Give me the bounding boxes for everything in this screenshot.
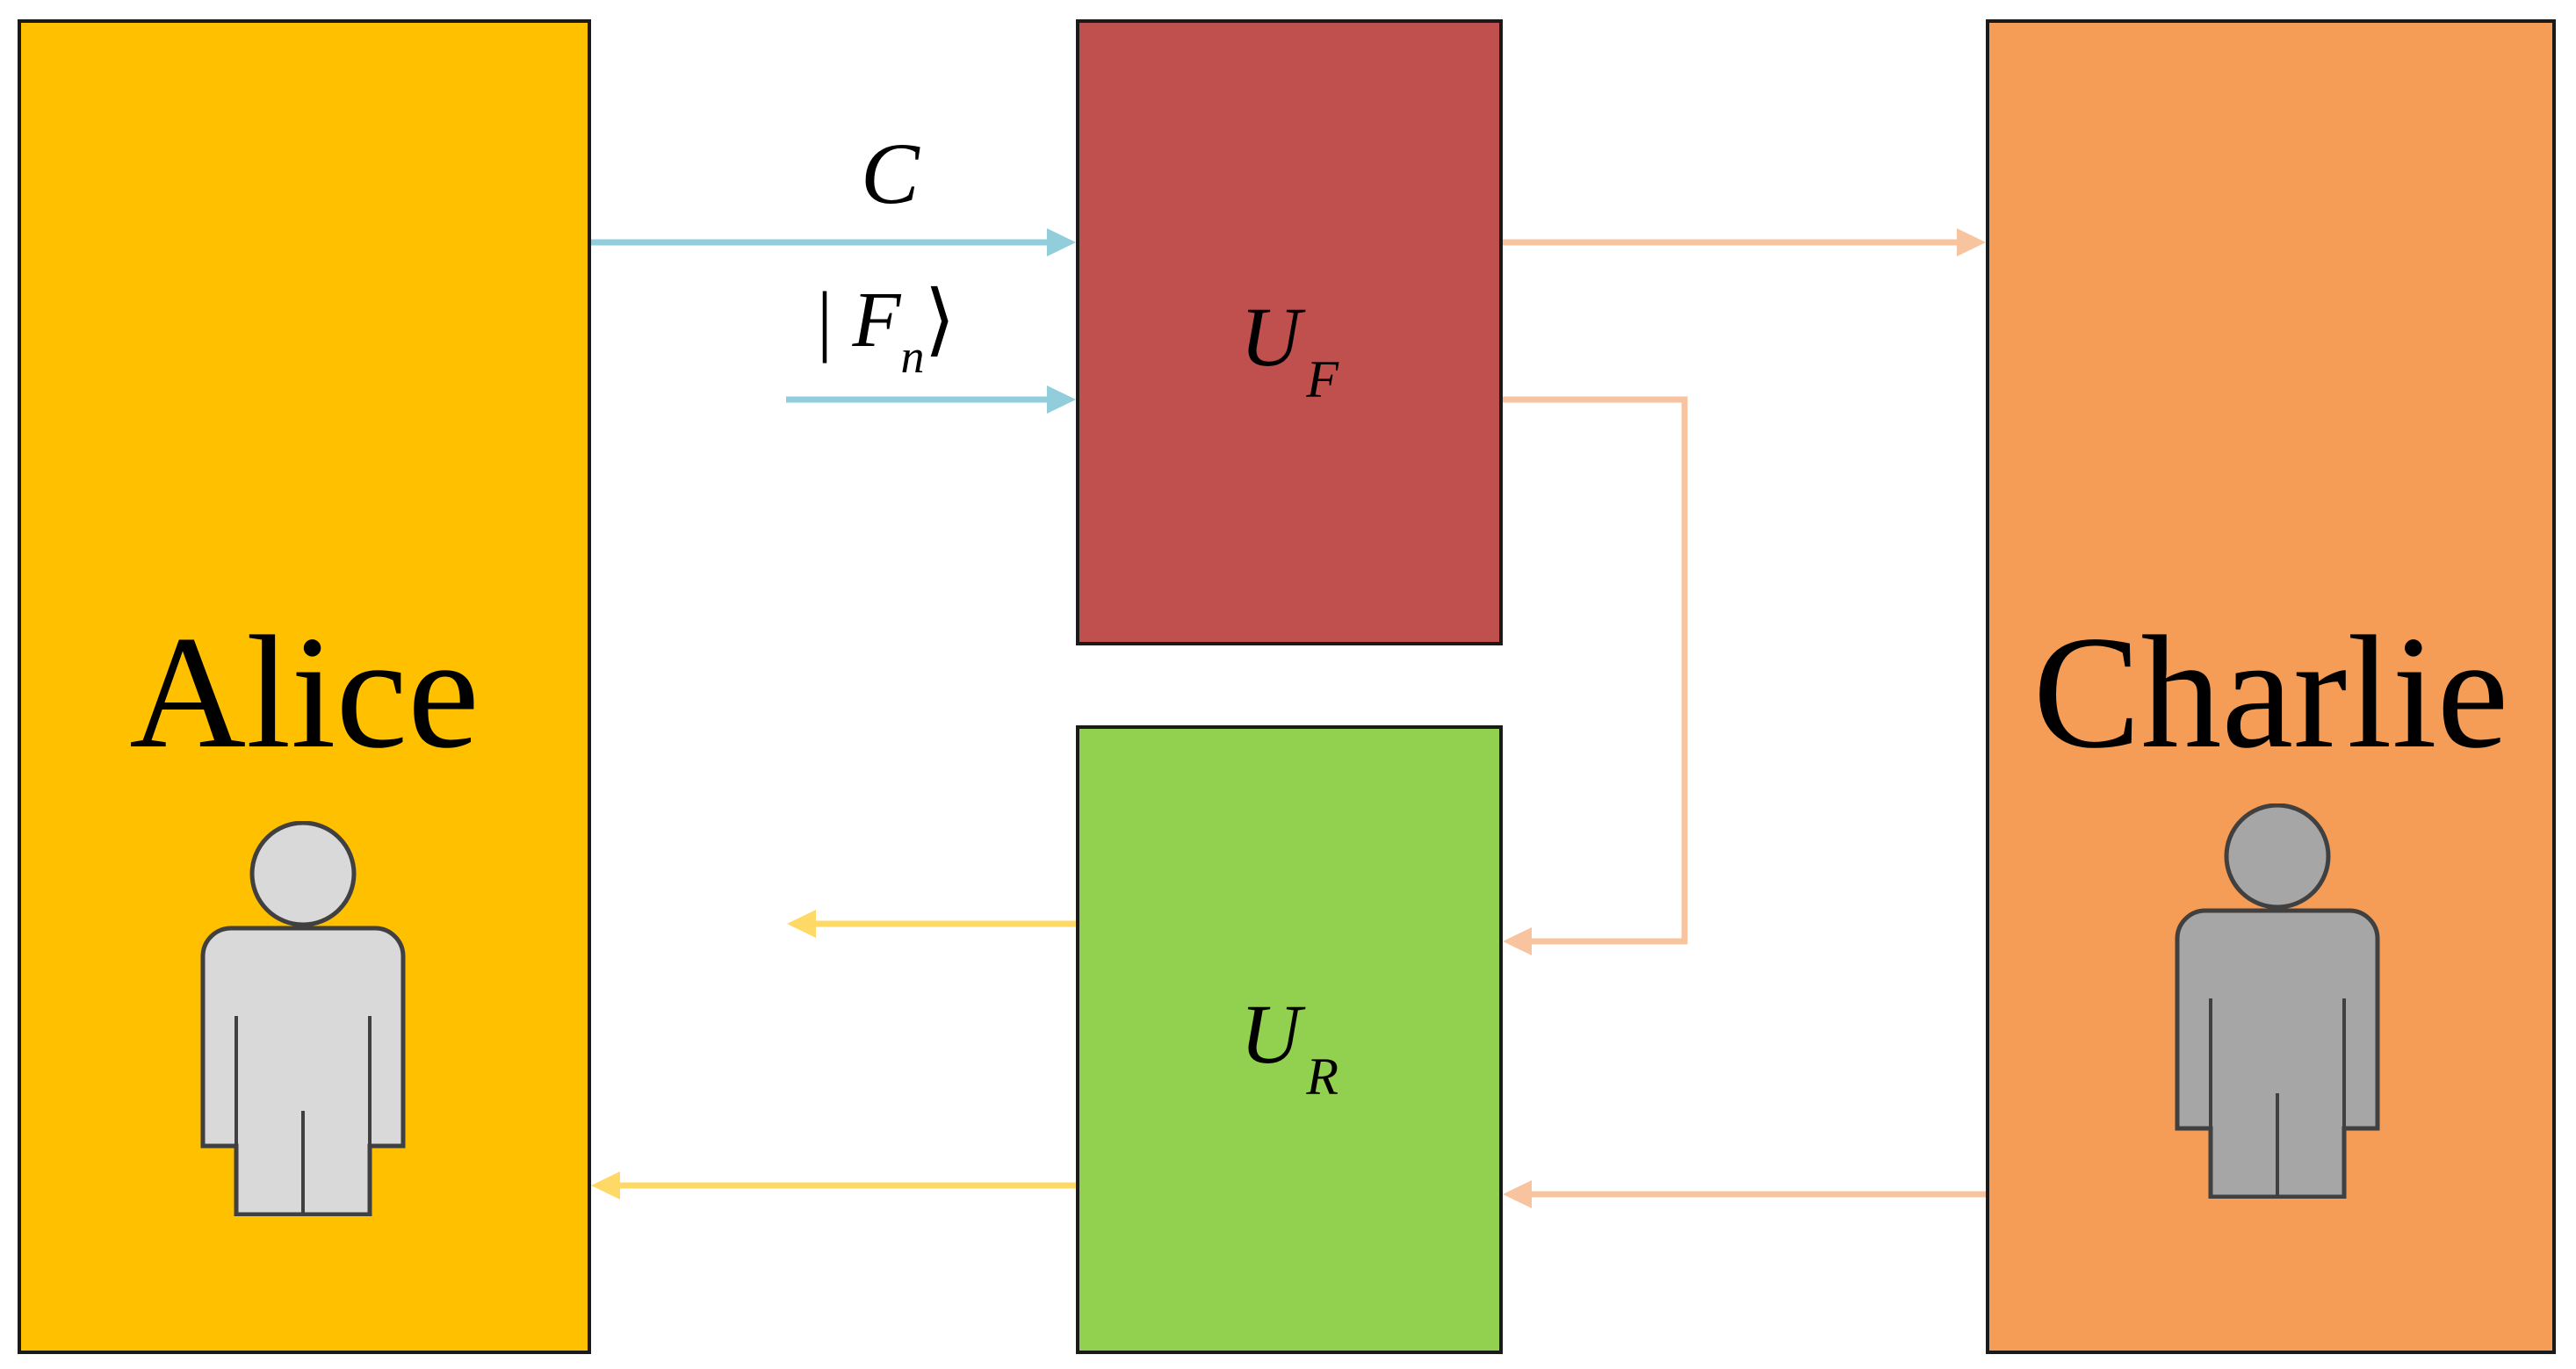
uf-to-ur-arrowhead	[1503, 927, 1532, 955]
uf-to-ur-connector	[1503, 396, 1688, 945]
uf-to-charlie-arrowhead	[1957, 228, 1986, 256]
charlie-person-icon	[2175, 803, 2380, 1199]
charlie-to-ur-arrowhead	[1503, 1180, 1532, 1208]
classical-input-arrowhead	[1047, 228, 1076, 256]
alice-label: Alice	[129, 602, 480, 782]
alice-person-icon	[200, 821, 406, 1216]
ur-to-alice-arrowhead	[591, 1171, 620, 1200]
classical-message-label: C	[861, 125, 920, 222]
ur-output-arrowhead	[787, 910, 816, 938]
state-input-arrowhead	[1047, 385, 1076, 414]
quantum-state-label: | Fn⟩	[817, 277, 956, 383]
charlie-label: Charlie	[2032, 602, 2509, 782]
